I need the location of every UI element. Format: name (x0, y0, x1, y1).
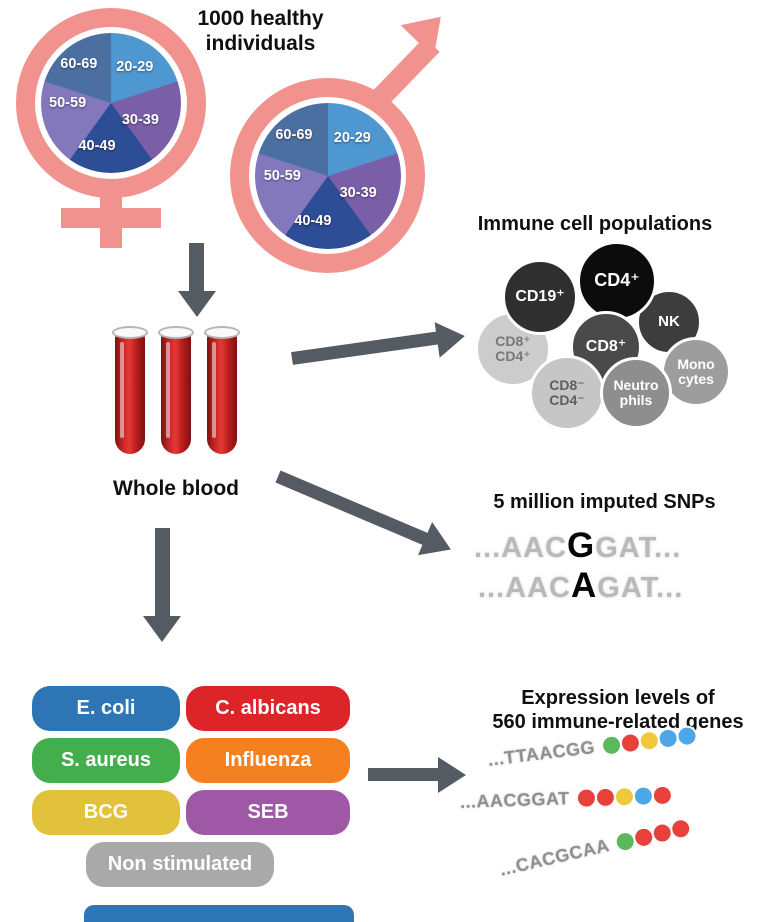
immune-cell-cd4: CD4⁺ (577, 241, 657, 321)
arrow-blood-to-immune-head-icon (434, 318, 468, 358)
whole-blood-label: Whole blood (113, 477, 239, 500)
bead-dot (577, 789, 595, 807)
cell-label: CD8⁺ (585, 338, 627, 356)
bead-dot (620, 733, 640, 753)
gene-sequence: ...AACGGAT (459, 788, 570, 812)
bead-dot (634, 787, 652, 805)
blood-tube (112, 326, 148, 456)
immune-cell-populations-title: Immune cell populations (477, 213, 713, 235)
arrow-blood-to-immune-shaft (291, 331, 442, 365)
age-label-20-29: 20-29 (333, 129, 371, 146)
bead-dot (615, 787, 633, 806)
arrow-individuals-to-blood-shaft (189, 243, 204, 293)
expression-row: ...AACGGAT (460, 785, 671, 813)
seq-post: GAT... (597, 572, 684, 604)
cell-label: Neutro phils (613, 376, 659, 408)
arrow-blood-to-snps-shaft (275, 470, 428, 546)
snp-sequence-2: ...AACAGAT... (478, 566, 683, 606)
seq-pre: ...AAC (474, 532, 567, 564)
seq-post: GAT... (595, 532, 682, 564)
cell-label: CD4⁺ (594, 270, 640, 291)
stimulus-pill-s-aureus: S. aureus (32, 738, 180, 783)
bead-dot (633, 827, 654, 848)
snp-sequence-1: ...AACGGAT... (474, 526, 681, 566)
stimulus-pill-e-coli: E. coli (32, 686, 180, 731)
tube-shine (120, 342, 124, 438)
cell-label: CD8⁻ CD4⁻ (549, 376, 585, 408)
age-label-40-49: 40-49 (294, 212, 332, 229)
immune-cell-neutrophils: Neutro phils (600, 357, 672, 429)
snp-allele-a: A (571, 566, 598, 605)
expression-row: ...CACGCAA (498, 817, 692, 881)
seq-pre: ...AAC (478, 572, 571, 604)
bead-dot (652, 822, 673, 844)
title-1000-healthy-individuals: 1000 healthy individuals (197, 7, 324, 56)
gene-sequence: ...CACGCAA (497, 835, 612, 880)
age-label-30-39: 30-39 (339, 185, 377, 202)
immune-cell-monocytes: Mono cytes (661, 337, 731, 407)
bead-dot (653, 786, 671, 805)
arrow-blood-to-stimuli-shaft (155, 528, 170, 618)
age-label-60-69: 60-69 (60, 55, 98, 72)
female-ring: 20-29 30-39 40-49 50-59 60-69 (16, 8, 206, 198)
blood-tube (158, 326, 194, 456)
snp-allele-g: G (567, 526, 596, 565)
stimulus-pill-influenza: Influenza (186, 738, 350, 783)
stimulus-pill-c-albicans: C. albicans (186, 686, 350, 731)
arrow-stimuli-to-expression-shaft (368, 768, 440, 781)
female-age-pie: 20-29 30-39 40-49 50-59 60-69 (41, 33, 181, 173)
immune-cell-cd8-cd4-double-negative: CD8⁻ CD4⁻ (529, 355, 605, 431)
arrow-blood-to-snps-head-icon (418, 521, 458, 567)
male-age-pie: 20-29 30-39 40-49 50-59 60-69 (254, 102, 401, 249)
stimulus-pill-non-stimulated: Non stimulated (86, 842, 274, 887)
arrow-blood-to-stimuli-head-icon (143, 616, 181, 642)
stimulus-pill-bcg: BCG (32, 790, 180, 835)
tube-shine (166, 342, 170, 438)
tube-rim (158, 326, 194, 339)
blood-tube (204, 326, 240, 456)
cell-label: CD19⁺ (515, 288, 565, 306)
expression-title: Expression levels of 560 immune-related … (492, 687, 744, 733)
age-label-40-49: 40-49 (78, 138, 116, 155)
bead-dot (601, 735, 621, 755)
cell-label: Mono cytes (677, 355, 715, 387)
age-label-30-39: 30-39 (121, 111, 159, 128)
bead-dot (615, 831, 636, 852)
age-label-60-69: 60-69 (275, 126, 313, 143)
bead-dot (596, 788, 614, 807)
female-cross-bar (61, 208, 161, 228)
tube-rim (204, 326, 240, 339)
gene-sequence: ...TTAACGG (486, 736, 597, 770)
cell-label: NK (658, 312, 680, 330)
snps-title: 5 million imputed SNPs (493, 491, 716, 513)
bead-dot (677, 726, 697, 746)
bead-dot (639, 731, 659, 751)
arrow-stimuli-to-expression-head-icon (438, 757, 466, 793)
arrow-individuals-to-blood-head-icon (178, 291, 216, 317)
age-label-50-59: 50-59 (263, 167, 301, 184)
immune-cell-cd19: CD19⁺ (502, 259, 578, 335)
tube-rim (112, 326, 148, 339)
bead-dot (658, 728, 678, 748)
male-arrow-head-icon (400, 0, 458, 58)
stimulus-pill-seb: SEB (186, 790, 350, 835)
male-ring: 20-29 30-39 40-49 50-59 60-69 (230, 78, 425, 273)
age-label-50-59: 50-59 (49, 95, 87, 111)
cropped-bottom-panel (84, 905, 354, 922)
tube-shine (212, 342, 216, 438)
cell-label: CD8⁺ CD4⁺ (495, 332, 531, 364)
age-label-20-29: 20-29 (116, 58, 154, 75)
bead-dot (670, 818, 691, 839)
